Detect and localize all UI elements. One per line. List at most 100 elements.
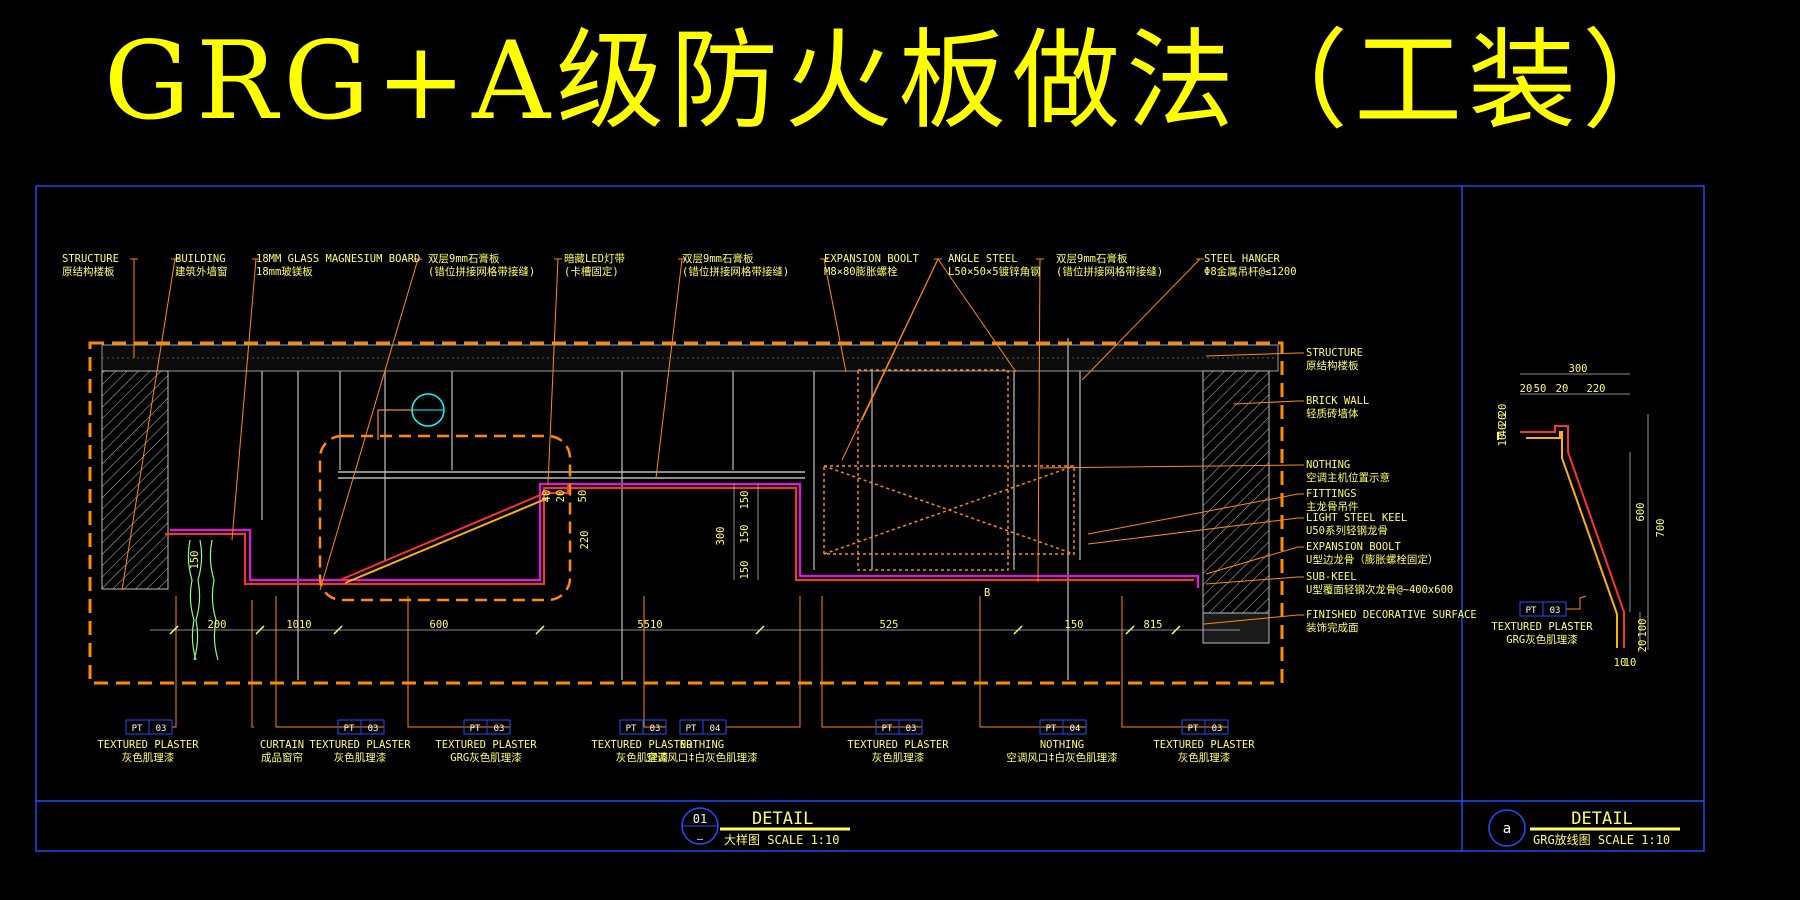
curtain-track	[187, 539, 219, 661]
material-tag-6-type: PT	[882, 724, 893, 734]
dimension-small-2: 50	[577, 490, 589, 503]
top-label-6-cn: M8×80膨胀螺栓	[824, 265, 898, 278]
dimension-bottom-4: 525	[880, 619, 899, 631]
material-tag-4-code: 03	[650, 724, 661, 734]
sheet-frame	[35, 185, 1705, 852]
ac-unit	[823, 369, 1075, 571]
dimension-vertical-0: 150	[189, 551, 201, 570]
upper-ceiling-board	[338, 471, 805, 479]
right-label-5-cn: U型边龙骨（膨胀螺栓固定）	[1306, 553, 1438, 566]
detail-main-subtitle: 大样图 SCALE 1:10	[724, 832, 839, 847]
bottom-label-4-en: TEXTURED PLASTER	[591, 739, 693, 751]
dimension-bottom-2: 600	[430, 619, 449, 631]
material-tag-0-code: 03	[156, 724, 167, 734]
right-label-7-cn: 装饰完成面	[1306, 621, 1359, 634]
top-label-0-en: STRUCTURE	[62, 253, 119, 265]
dimension-bottom-5: 150	[1065, 619, 1084, 631]
right-label-1-cn: 轻质砖墙体	[1306, 407, 1359, 420]
bottom-label-0-cn: 灰色肌理漆	[122, 751, 175, 764]
detail-bubble-side: a DETAIL GRG放线图 SCALE 1:10	[1488, 809, 1680, 847]
top-label-3-cn: (错位拼接网格带接缝)	[428, 265, 535, 278]
drawing-title: GRG+A级防火板做法（工装）	[103, 19, 1697, 144]
bottom-label-5-en: NOTHING	[680, 739, 724, 751]
side-dim-bottom-2: 10	[1614, 657, 1627, 669]
top-label-7-en: ANGLE STEEL	[948, 253, 1018, 265]
detail-side-heading: DETAIL	[1571, 809, 1632, 829]
dimension-bottom-6: 815	[1144, 619, 1163, 631]
side-dim-left-2: 20	[1497, 414, 1509, 427]
side-tag-code: 03	[1550, 606, 1561, 616]
ceiling-profile	[165, 483, 1199, 588]
detail-side-subtitle: GRG放线图 SCALE 1:10	[1533, 832, 1670, 847]
grg-detail-enclosure	[318, 434, 572, 602]
material-tag-2-code: 03	[368, 724, 379, 734]
top-label-4-en: 暗藏LED灯带	[564, 252, 625, 265]
bottom-label-6-cn: 灰色肌理漆	[872, 751, 925, 764]
bottom-label-0-en: TEXTURED PLASTER	[97, 739, 199, 751]
side-dim-left-1: 40	[1497, 424, 1509, 437]
detail-main-sub-marker: —	[697, 834, 704, 845]
dimension-vertical-2: 150	[739, 491, 751, 510]
material-tag-7-code: 04	[1070, 724, 1081, 734]
side-grg-profile	[1497, 425, 1625, 648]
bottom-label-4-cn: 灰色肌理漆	[616, 751, 669, 764]
dimension-bottom-1: 1010	[286, 619, 311, 631]
dimension-vertical-5: 220	[579, 531, 591, 550]
side-dim-top-3: 20	[1556, 383, 1569, 395]
side-dim-bottom-3: 10	[1624, 657, 1637, 669]
side-dim-top-2: 50	[1534, 383, 1547, 395]
dimension-vertical-1: 300	[715, 527, 727, 546]
section-marker	[377, 393, 445, 440]
material-tag-0-type: PT	[132, 724, 143, 734]
top-label-8-cn: (错位拼接网格带接缝)	[1056, 265, 1163, 278]
detail-main-marker: 01	[693, 812, 707, 826]
right-label-6-en: SUB-KEEL	[1306, 571, 1357, 583]
material-tag-4-type: PT	[626, 724, 637, 734]
right-label-4-cn: U50系列轻钢龙骨	[1306, 524, 1388, 537]
material-tag-3-type: PT	[470, 724, 481, 734]
material-tag-2-type: PT	[344, 724, 355, 734]
side-dim-top-0: 300	[1569, 363, 1588, 375]
bottom-label-7-cn: 空调风口‡白灰色肌理漆	[1006, 751, 1118, 764]
bottom-label-2-en: TEXTURED PLASTER	[309, 739, 411, 751]
right-label-3-cn: 主龙骨吊件	[1306, 500, 1359, 513]
left-wall	[101, 370, 169, 590]
side-dim-left-0: 10	[1497, 434, 1509, 447]
detail-main-heading: DETAIL	[752, 809, 813, 829]
right-label-6-cn: U型覆面轻钢次龙骨@~400x600	[1306, 583, 1453, 596]
material-tag-6-code: 03	[906, 724, 917, 734]
side-dim-right-0: 600	[1635, 503, 1647, 522]
side-dimension-lines	[1520, 373, 1649, 650]
side-dim-top-1: 20	[1520, 383, 1533, 395]
side-tag-type: PT	[1526, 606, 1537, 616]
top-label-8-en: 双层9mm石膏板	[1056, 252, 1128, 265]
leader-lines	[121, 258, 1587, 728]
material-tag-8-code: 03	[1212, 724, 1223, 734]
right-label-0-cn: 原结构楼板	[1306, 359, 1359, 372]
bottom-label-5-cn: 空调风口‡白灰色肌理漆	[646, 751, 758, 764]
dimension-bottom-3: 5510	[637, 619, 662, 631]
top-label-9-en: STEEL HANGER	[1204, 253, 1281, 265]
top-label-1-en: BUILDING	[175, 253, 226, 265]
side-tag-cn: GRG灰色肌理漆	[1506, 633, 1578, 646]
top-label-4-cn: (卡槽固定)	[564, 265, 619, 278]
bottom-label-8-en: TEXTURED PLASTER	[1153, 739, 1255, 751]
detail-bubble-main: 01 — DETAIL 大样图 SCALE 1:10	[681, 807, 850, 847]
right-label-0-en: STRUCTURE	[1306, 347, 1363, 359]
bottom-label-8-cn: 灰色肌理漆	[1178, 751, 1231, 764]
top-label-5-cn: (错位拼接网格带接缝)	[682, 265, 789, 278]
side-dim-left-3: 20	[1497, 404, 1509, 417]
right-wall	[1202, 370, 1270, 614]
side-dim-bottom-1: 20	[1637, 640, 1649, 653]
side-dim-right-1: 700	[1655, 519, 1667, 538]
bottom-label-2-cn: 灰色肌理漆	[334, 751, 387, 764]
bottom-label-1-cn: 成品窗帘	[261, 751, 303, 764]
top-label-3-en: 双层9mm石膏板	[428, 252, 500, 265]
dimension-vertical-3: 150	[739, 525, 751, 544]
material-tag-5-code: 04	[710, 724, 721, 734]
bottom-label-1-en: CURTAIN	[260, 739, 304, 751]
